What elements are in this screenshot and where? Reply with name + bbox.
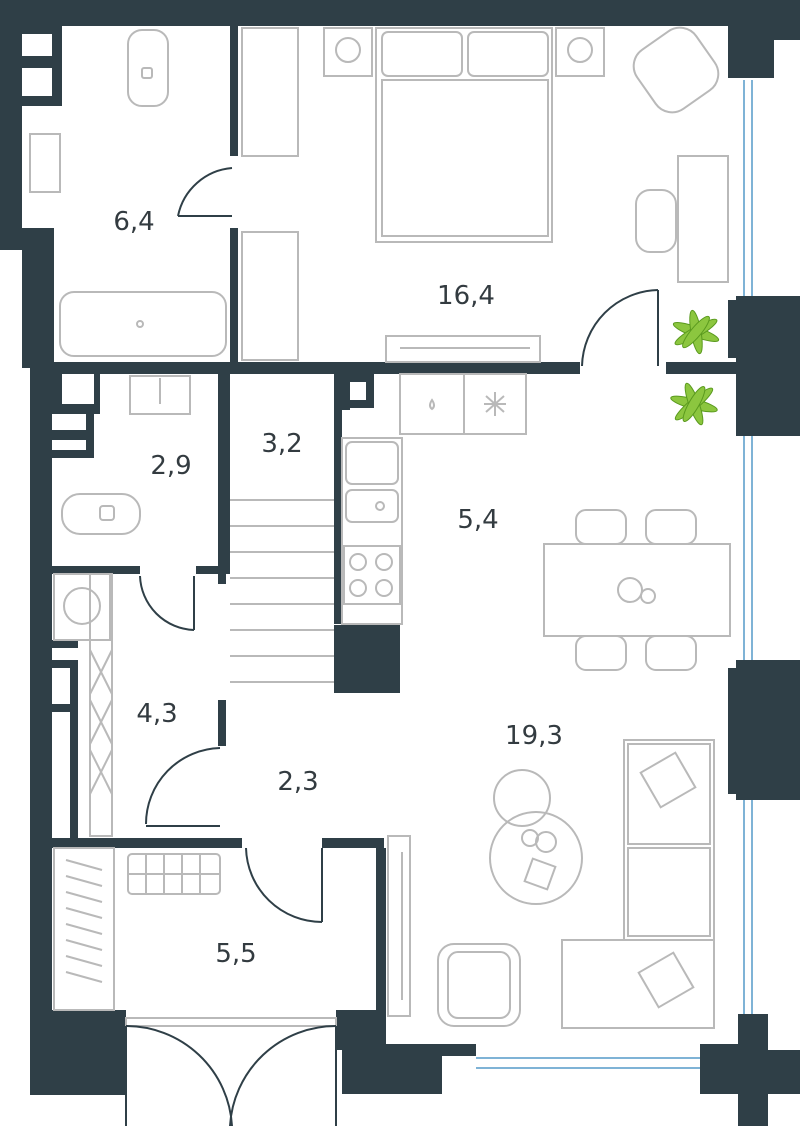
room-area-bedroom: 16,4	[437, 281, 495, 311]
dining-furniture	[543, 509, 731, 671]
room-area-bathroom: 6,4	[113, 207, 154, 237]
room-area-entrance: 5,5	[215, 939, 256, 969]
doors	[125, 167, 659, 1127]
room-area-kitchen: 5,4	[457, 505, 498, 535]
kitchen-furniture	[341, 373, 527, 625]
plant-icon	[670, 382, 718, 426]
room-area-storage: 4,3	[136, 699, 177, 729]
stairs	[230, 499, 334, 683]
room-area-wc: 2,9	[150, 451, 191, 481]
room-labels: 6,4 16,4 2,9 3,2 5,4 4,3 19,3 2,3 5,5	[113, 207, 563, 969]
plant-icon	[672, 309, 720, 355]
storage-furniture	[53, 573, 113, 837]
entrance-furniture	[53, 847, 221, 1011]
windows	[476, 80, 753, 1069]
room-area-stair-hall: 3,2	[261, 429, 302, 459]
bathroom-fixtures	[29, 29, 227, 357]
living-furniture	[387, 739, 715, 1029]
wc-fixtures	[61, 375, 191, 535]
bedroom-furniture	[241, 26, 729, 363]
plants	[670, 309, 720, 426]
room-area-living: 19,3	[505, 721, 563, 751]
room-area-corridor: 2,3	[277, 767, 318, 797]
